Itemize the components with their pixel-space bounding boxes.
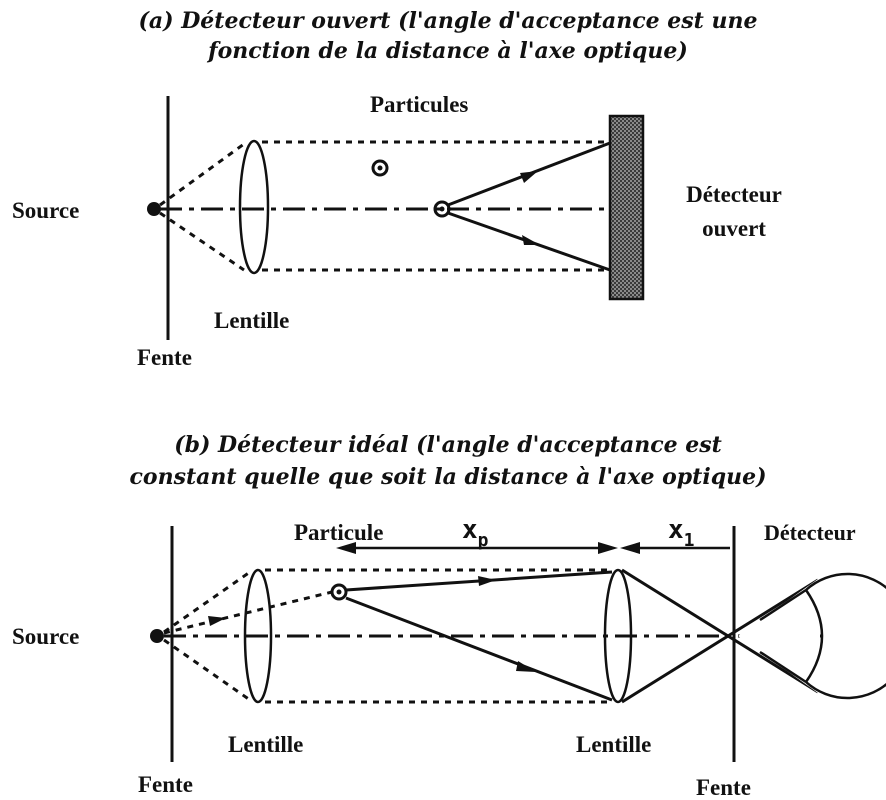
panel-b-caption-line1: (b) Détecteur idéal (l'angle d'acceptanc… [174,432,722,458]
ideal-detector-outline [805,572,886,700]
panel-b: (b) Détecteur idéal (l'angle d'acceptanc… [12,432,886,800]
particle-stray-a [371,159,389,177]
distance-arrow-xp-left-head [336,542,356,554]
detecteur-label-b: Détecteur [764,520,856,545]
lentille-label-b-left: Lentille [228,732,303,757]
detector-notch-mask [738,579,818,693]
ideal-detector-edge-top [759,588,807,622]
open-detector [608,114,645,301]
x1-label: x1 [668,515,695,551]
lens-a [238,139,270,275]
arrowhead-top-b [478,576,496,586]
fente-label-b-left: Fente [138,772,193,797]
xp-label: xp [462,515,489,551]
panel-a: (a) Détecteur ouvert (l'angle d'acceptan… [12,8,782,370]
lentille-label-b-right: Lentille [576,732,651,757]
particle-b [330,583,348,601]
particle-b-dot [336,589,342,595]
panel-a-caption-line1: (a) Détecteur ouvert (l'angle d'acceptan… [139,8,758,34]
converging-ray-1 [621,568,819,694]
source-label-b: Source [12,624,79,649]
ray-diverge-bottom-b [163,638,251,702]
ray-diverge-top-a [159,142,245,207]
fente-label-a: Fente [137,345,192,370]
particules-label: Particules [370,92,468,117]
distance-arrow-xp-right-head [598,542,618,554]
arrowhead-bottom-a [522,235,540,245]
arrowhead-ray-to-particle [208,616,226,626]
lens-b-right [603,568,633,704]
ray-diverge-top-b [163,570,251,634]
particle-axis-a-dot [439,206,445,212]
ray-diverge-bottom-a [159,211,245,272]
source-label-a: Source [12,198,79,223]
lentille-label-a: Lentille [214,308,289,333]
converging-ray-2 [621,578,819,704]
particule-label: Particule [294,520,383,545]
ideal-detector-edge-bottom [759,650,807,684]
source-point-a [147,202,161,216]
fente-label-b-right: Fente [696,775,751,800]
panel-b-caption-line2: constant quelle que soit la distance à l… [130,464,767,490]
ideal-detector-aperture [804,589,824,683]
arrowhead-top-a [520,171,538,183]
particle-axis-a [433,200,451,218]
distance-arrow-x1-left-head [620,542,640,554]
arrowhead-bottom-b [516,661,536,672]
source-point-b [150,629,164,643]
detecteur-ouvert-label-line1: Détecteur [686,182,782,207]
detecteur-ouvert-label-line2: ouvert [702,216,766,241]
lens-b-left [243,568,273,704]
ray-to-particle-b [163,590,333,635]
particle-stray-a-dot [377,165,383,171]
emitted-ray-bottom-b [345,596,613,702]
panel-a-caption-line2: fonction de la distance à l'axe optique) [206,38,688,64]
